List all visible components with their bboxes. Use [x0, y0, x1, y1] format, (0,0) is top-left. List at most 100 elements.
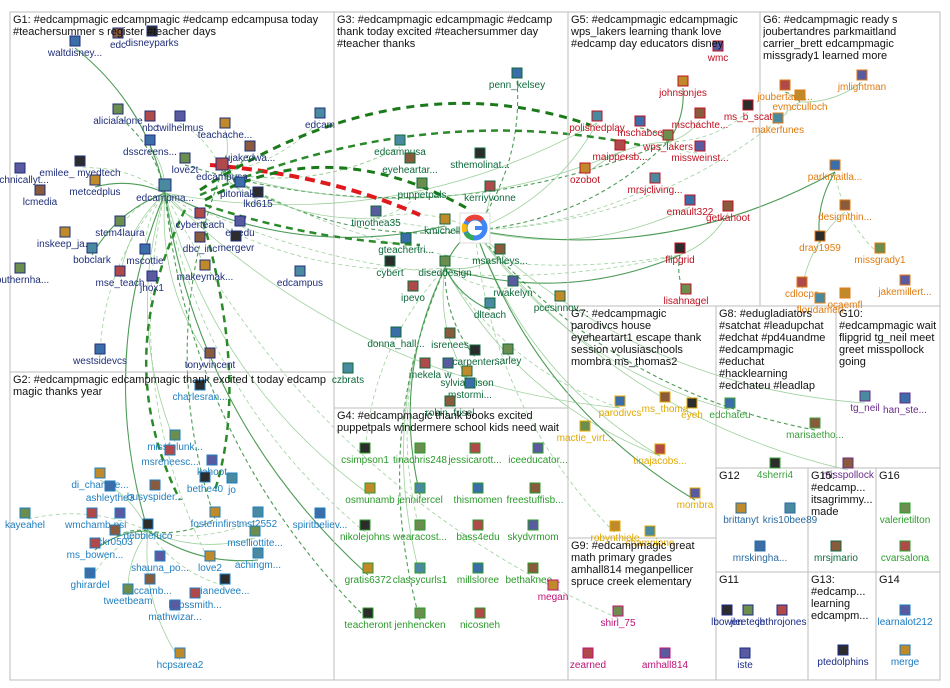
node-shirl-75[interactable]: shirl_75 — [600, 605, 636, 629]
node-alicialalone[interactable]: alicialalone — [93, 103, 143, 127]
node-ashleythe3[interactable]: ashleythe3 — [86, 480, 135, 504]
node-kerriyvonne[interactable]: kerriyvonne — [464, 180, 516, 204]
node-parkmaitla-[interactable]: parkmaitla... — [808, 159, 862, 183]
node-johnsonjes[interactable]: johnsonjes — [658, 75, 707, 99]
node-spiritbeliev-[interactable]: spiritbeliev... — [293, 507, 348, 531]
node-gratis6372[interactable]: gratis6372 — [345, 562, 392, 586]
node-emilee-myedtech[interactable]: emilee_ myedtech — [39, 155, 121, 179]
node-jenhencken[interactable]: jenhencken — [393, 607, 446, 631]
node-makerfunes[interactable]: makerfunes — [752, 112, 804, 136]
node-jennifercel[interactable]: jennifercel — [396, 482, 443, 506]
node-bass4edu[interactable]: bass4edu — [456, 519, 500, 543]
node-achingm-[interactable]: achingm... — [235, 547, 281, 571]
node-inskeep-ja-[interactable]: inskeep_ja... — [37, 226, 93, 250]
node-ckr0503[interactable]: ckr0503 — [97, 524, 133, 548]
node-penn-kelsey[interactable]: penn_kelsey — [489, 67, 545, 91]
node-mse-teach[interactable]: mse_teach — [96, 265, 145, 289]
node-w[interactable]: w — [442, 357, 454, 381]
node-kris10bee89[interactable]: kris10bee89 — [763, 502, 818, 526]
node-edcampusa[interactable]: edcampusa — [196, 157, 248, 183]
node-sarley[interactable]: sarley — [495, 343, 522, 367]
node-dsscreens-[interactable]: dsscreens... — [123, 134, 177, 158]
node-charlesran-[interactable]: charlesran... — [172, 379, 228, 403]
node-ptedolphins[interactable]: ptedolphins — [817, 644, 869, 668]
node-tinajacobs-[interactable]: tinajacobs... — [633, 443, 687, 467]
node-dray1959[interactable]: dray1959 — [799, 230, 841, 254]
node-kahoot[interactable]: kahoot — [197, 454, 227, 478]
node-hcpsarea2[interactable]: hcpsarea2 — [157, 647, 204, 671]
node-teachache-[interactable]: teachache... — [198, 117, 252, 141]
node-tg-neil[interactable]: tg_neil — [850, 390, 880, 414]
node-joubertand-[interactable]: joubertand... — [756, 79, 813, 103]
node-tinachris248[interactable]: tinachris248 — [393, 442, 447, 466]
node-mombra[interactable]: mombra — [677, 487, 714, 511]
node-jleetech[interactable]: jleetech — [730, 604, 765, 628]
node-champione[interactable]: champione — [626, 525, 675, 549]
node-di-chambe-[interactable]: di_chambe... — [71, 467, 129, 491]
node-dlteach[interactable]: dlteach — [474, 297, 506, 321]
node-bethaknee-[interactable]: bethaknee... — [505, 562, 561, 586]
node-technicallyt-[interactable]: technicallyt... — [0, 162, 49, 186]
node-nbc[interactable]: nbc — [142, 110, 158, 134]
node-ms-bowen-[interactable]: ms_bowen... — [67, 537, 124, 561]
node-eyeh[interactable]: eyeh — [681, 397, 703, 421]
node-fosterinfirst[interactable]: fosterinfirst — [191, 506, 240, 530]
node-edchateu[interactable]: edchateu — [709, 397, 751, 421]
node-mactie-virt-[interactable]: mactie_virt... — [557, 420, 614, 444]
node-jessicarott-[interactable]: jessicarott... — [447, 442, 502, 466]
node-osmunamb[interactable]: osmunamb — [345, 482, 395, 506]
node-maippersb-[interactable]: maippersb... — [592, 139, 648, 163]
node-lcmedia[interactable]: lcmedia — [23, 184, 58, 208]
node-makeymak-[interactable]: makeymak... — [177, 259, 234, 283]
node-eyeheartar-[interactable]: eyeheartar... — [382, 152, 438, 176]
node-dbc-inc[interactable]: dbc_inc — [183, 231, 217, 255]
node-mstormi-[interactable]: mstormi... — [448, 377, 492, 401]
node-jo[interactable]: jo — [226, 472, 238, 496]
node-stem4laura[interactable]: stem4laura — [95, 215, 145, 239]
node-mekela[interactable]: mekela — [409, 357, 442, 381]
node-jakemillert-[interactable]: jakemillert... — [877, 274, 932, 298]
node-tonyvincent[interactable]: tonyvincent — [185, 347, 236, 371]
node-disneyparks[interactable]: disneyparks — [125, 25, 179, 49]
node-cvarsalona[interactable]: cvarsalona — [881, 540, 930, 564]
node-love2t[interactable]: love2t — [172, 152, 199, 176]
node-iceeducator-[interactable]: iceeducator... — [508, 442, 568, 466]
node-floridamerl[interactable]: floridamerl — [797, 292, 844, 316]
node-zearned[interactable]: zearned — [570, 647, 606, 671]
node-donna-hall-[interactable]: donna_hall... — [367, 326, 425, 350]
node-hcpssmith-[interactable]: hcpssmith... — [168, 587, 222, 611]
node-edc[interactable]: edc — [110, 27, 126, 51]
node-ipevo[interactable]: ipevo — [401, 280, 425, 304]
node-mrsjcliving-[interactable]: mrsjcliving... — [627, 172, 683, 196]
node-tweetbeam[interactable]: tweetbeam — [104, 583, 153, 607]
node-mscottie[interactable]: mscottie — [126, 243, 164, 267]
node-misspollock[interactable]: misspollock — [822, 457, 875, 481]
node-metcedplus[interactable]: metcedplus — [69, 174, 121, 198]
node-teacheront[interactable]: teacheront — [344, 607, 392, 631]
node-mrsjmario[interactable]: mrsjmario — [814, 540, 858, 564]
node-nicosneh[interactable]: nicosneh — [460, 607, 500, 631]
node-4sherri4[interactable]: 4sherri4 — [757, 457, 794, 481]
node-love2[interactable]: love2 — [198, 550, 222, 574]
node-wmchamb-[interactable]: wmchamb... — [64, 507, 119, 531]
node-pcesinnov-[interactable]: pcesinnov... — [534, 290, 587, 314]
node-edcam[interactable]: edcam — [305, 107, 335, 131]
node-robin-frisel[interactable]: robin_frisel — [426, 395, 475, 419]
node-gteachertri-[interactable]: gteachertri... — [378, 232, 434, 256]
node-getkahoot[interactable]: getkahoot — [706, 200, 750, 224]
node-debbiefuco[interactable]: debbiefuco — [124, 518, 173, 542]
node-czbrats[interactable]: czbrats — [332, 362, 364, 386]
node-edcampus[interactable]: edcampus — [277, 265, 323, 289]
node-ms-b-scat[interactable]: ms_b_scat — [724, 99, 773, 123]
node-edcampusa[interactable]: edcampusa — [374, 134, 426, 158]
node-kcarpenter-[interactable]: kcarpenter... — [447, 344, 503, 368]
node-isrenees[interactable]: isrenees — [431, 327, 469, 351]
node-bobclark[interactable]: bobclark — [73, 242, 112, 266]
node-cybert[interactable]: cybert — [376, 255, 404, 279]
node-timothea35[interactable]: timothea35 — [351, 205, 401, 229]
node-southernha-[interactable]: southernha... — [0, 262, 49, 286]
node-mst2552[interactable]: mst2552 — [239, 506, 278, 530]
node-freestuffisb-[interactable]: freestuffisb... — [506, 482, 564, 506]
node-mselliottite-[interactable]: mselliottite... — [227, 525, 283, 549]
node-thismomen[interactable]: thismomen — [454, 482, 503, 506]
